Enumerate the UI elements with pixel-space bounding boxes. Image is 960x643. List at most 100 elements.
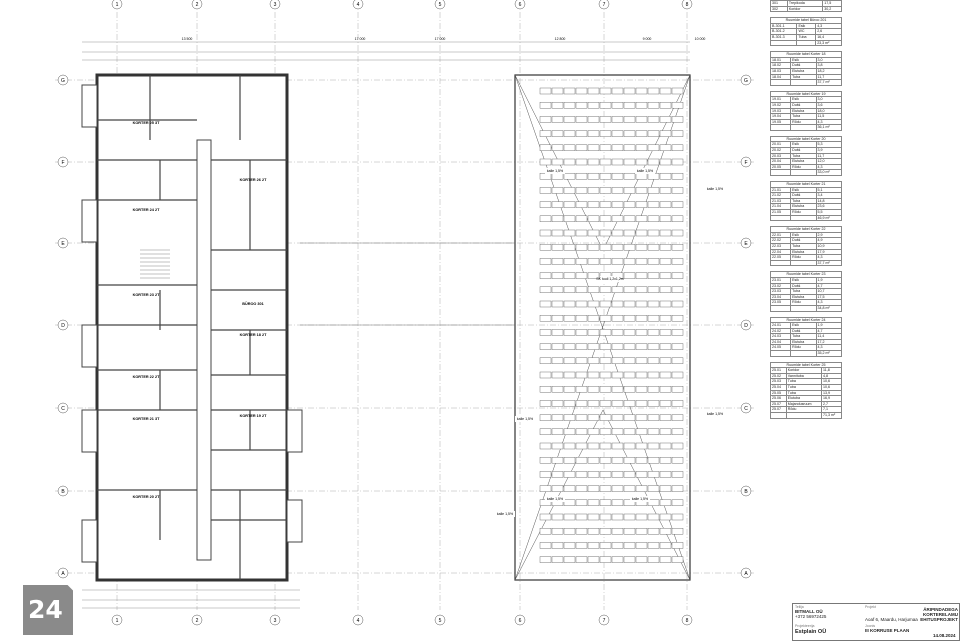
table-total: 71,3 m²	[821, 412, 842, 419]
solar-panel	[575, 556, 588, 563]
solar-panel	[623, 457, 636, 464]
table-cell	[769, 259, 792, 267]
solar-panel	[587, 329, 600, 336]
solar-panel	[539, 300, 552, 308]
solar-panel	[539, 315, 552, 322]
axis-bubble	[57, 74, 69, 86]
table-cell: Elutuba	[785, 395, 823, 402]
solar-panel	[659, 457, 672, 464]
solar-panel	[563, 343, 576, 350]
solar-panel	[647, 215, 660, 223]
axis-bubble	[57, 567, 69, 579]
table-cell: 3,6	[815, 101, 843, 109]
solar-panel	[599, 130, 612, 137]
project-label: Projekt	[865, 605, 876, 609]
solar-panel	[647, 457, 660, 464]
solar-panel	[575, 542, 588, 549]
solar-panel	[611, 130, 624, 137]
dimension-text: 10 000	[695, 37, 706, 41]
table-cell	[785, 412, 823, 419]
solar-panel	[599, 87, 612, 95]
solar-panel	[599, 158, 612, 166]
solar-panel	[575, 343, 588, 350]
table-total-row: 37,7 m²	[769, 259, 843, 267]
solar-panel	[599, 357, 612, 364]
solar-panel	[563, 130, 576, 137]
solar-panel	[611, 101, 624, 109]
roof-slope-label: kalle 1,5%	[707, 412, 723, 416]
solar-panel	[671, 258, 684, 265]
table-cell: 1,9	[815, 276, 843, 284]
solar-panel	[611, 229, 624, 237]
solar-panel	[539, 371, 552, 379]
axis-bubble	[434, 0, 446, 10]
table-cell: 16,9	[821, 395, 842, 402]
solar-panel	[539, 528, 552, 535]
axis-bubble	[57, 402, 69, 414]
table-cell	[790, 214, 817, 222]
solar-panel	[587, 144, 600, 152]
solar-panel	[539, 428, 552, 435]
solar-panel	[563, 144, 576, 152]
solar-panel	[659, 101, 672, 109]
table-total-row: 35,2 m²	[769, 350, 843, 357]
solar-panel	[551, 272, 564, 279]
solar-panel	[539, 243, 552, 251]
solar-panel	[599, 286, 612, 293]
solar-panel	[563, 229, 576, 237]
roof-slope-label: kalle 1,5%	[497, 512, 513, 516]
roof-ridge-line	[602, 409, 691, 581]
axis-bubble	[111, 0, 123, 10]
roof-label-bg	[705, 411, 725, 417]
solar-panel	[551, 442, 564, 450]
solar-panel	[599, 428, 612, 435]
solar-panel	[635, 130, 648, 137]
solar-panel	[599, 386, 612, 393]
solar-panel	[647, 556, 660, 563]
solar-panel	[611, 144, 624, 152]
axis-bubble	[191, 0, 203, 10]
dimension-text: 13 500	[182, 37, 193, 41]
solar-panel	[563, 286, 576, 293]
solar-panel	[539, 513, 552, 521]
table-cell: 11,8	[821, 367, 842, 374]
solar-panel	[635, 357, 648, 364]
solar-panel	[635, 542, 648, 549]
table-cell: 7,1	[821, 406, 842, 413]
solar-panel	[659, 485, 672, 492]
solar-panel	[575, 229, 588, 237]
axis-bubble	[740, 319, 752, 331]
solar-panel	[551, 87, 564, 95]
table-cell: 4,8	[821, 372, 842, 380]
solar-panel	[587, 542, 600, 549]
axis-label: 1	[116, 2, 119, 8]
apartment-label: KORTER 21 3T	[133, 417, 160, 421]
solar-panel	[635, 158, 648, 166]
solar-panel	[551, 215, 564, 223]
solar-panel	[671, 485, 684, 492]
axis-label: D	[744, 323, 748, 329]
solar-panel	[599, 243, 612, 251]
table-cell: 302	[770, 5, 788, 13]
solar-panel	[539, 286, 552, 293]
designer-name: Estplain OÜ	[795, 629, 827, 635]
table-cell: 4,3	[815, 254, 843, 261]
solar-panel	[551, 357, 564, 364]
solar-panel	[611, 513, 624, 521]
solar-panel	[659, 130, 672, 137]
table-cell	[790, 79, 817, 86]
solar-panel	[647, 130, 660, 137]
solar-panel	[671, 201, 684, 208]
solar-panel	[635, 286, 648, 293]
solar-panel	[599, 172, 612, 180]
solar-panel	[623, 130, 636, 137]
solar-panel	[587, 513, 600, 521]
solar-panel	[659, 215, 672, 223]
solar-panel	[647, 187, 660, 194]
